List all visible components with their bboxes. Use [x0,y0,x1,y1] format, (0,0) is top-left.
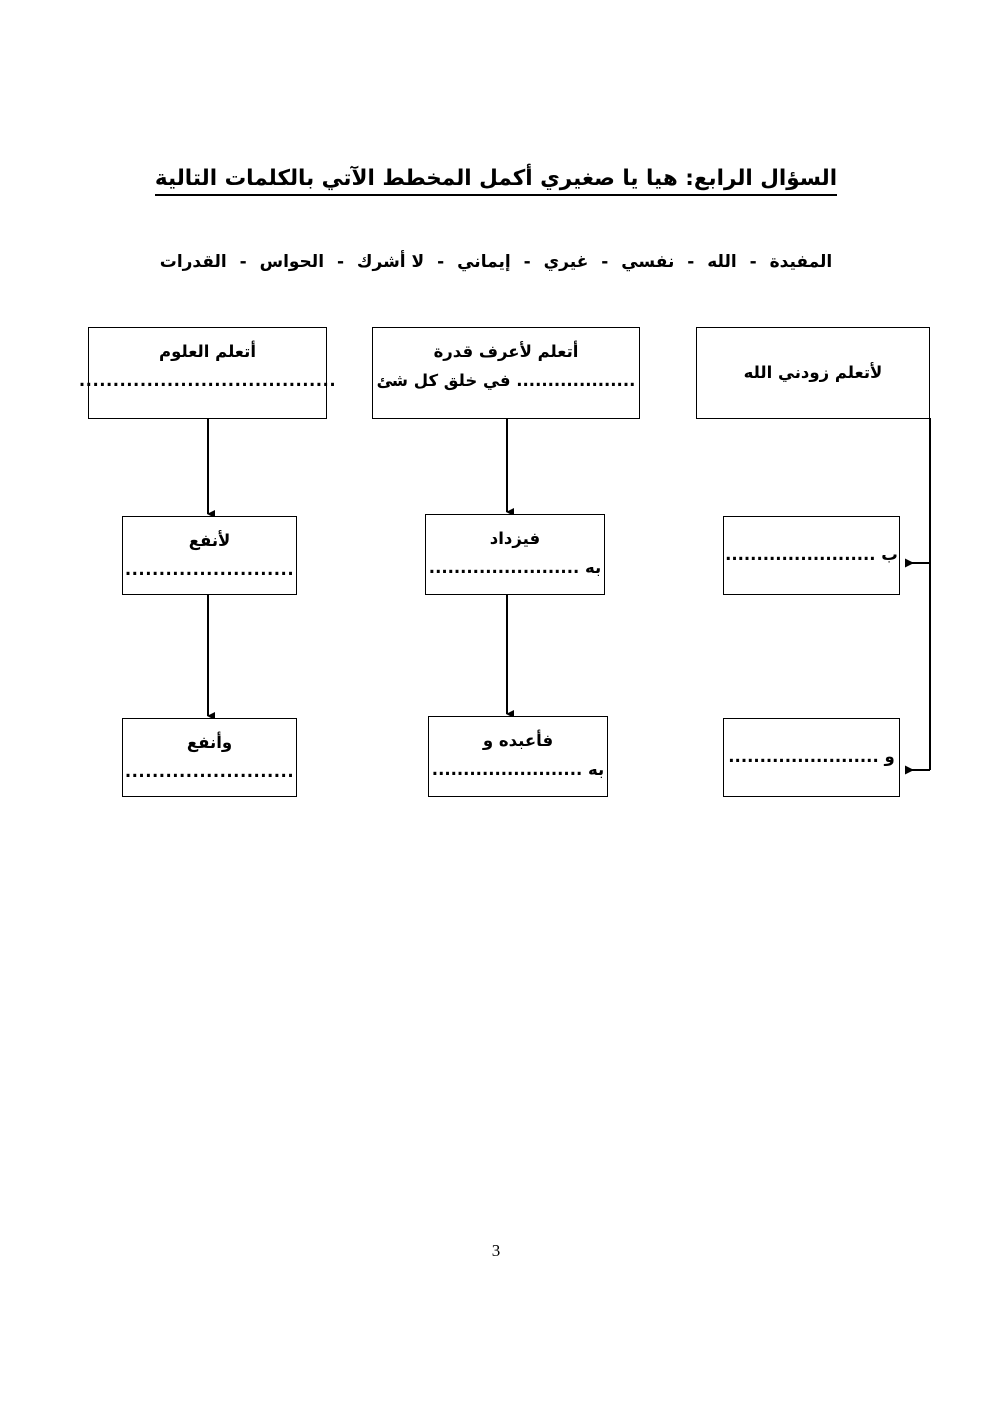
node-blank-line[interactable]: ب ........................ [725,545,898,565]
node-blank-line[interactable]: ......................... [124,761,295,781]
node-blank-line[interactable]: ...................................... [78,370,337,390]
word-bank-item: إيماني [457,252,511,272]
word-bank-separator: - [437,252,445,272]
page-number: 3 [491,1241,501,1260]
flowchart-node-top-middle: أتعلم لأعرف قدرة ................... في … [372,327,640,419]
word-bank-item: المفيدة [769,252,833,272]
node-blank-line[interactable]: به ........................ [431,759,605,779]
word-bank-separator: - [601,252,609,272]
node-blank-line[interactable]: و ........................ [728,747,895,767]
word-bank-separator: - [749,252,757,272]
flowchart-node-bottom-left: وأنفع ......................... [122,718,297,797]
word-bank-separator: - [239,252,247,272]
question-title-text: السؤال الرابع: هيا يا صغيري أكمل المخطط … [154,166,838,196]
flowchart-node-middle-middle: فيزداد به ........................ [425,514,605,595]
node-blank-line[interactable]: ......................... [124,559,295,579]
flowchart-node-top-left: أتعلم العلوم ...........................… [79,327,336,419]
page-title: السؤال الرابع: هيا يا صغيري أكمل المخطط … [0,166,992,196]
node-blank-line[interactable]: ................... في خلق كل شئ [376,370,636,390]
flowchart-node-middle-left: لأنفع ......................... [122,516,297,595]
node-line: لأنفع [188,531,231,550]
node-line: وأنفع [186,733,233,752]
word-bank-item: القدرات [159,252,227,272]
node-line: أتعلم لأعرف قدرة [433,342,579,361]
word-bank-item: الله [707,252,737,272]
word-bank-separator: - [687,252,695,272]
node-line: أتعلم العلوم [159,342,256,361]
node-line: لأتعلم زودني الله [743,362,883,382]
flowchart-node-bottom-right: و ........................ [723,718,900,797]
word-bank-separator: - [523,252,531,272]
word-bank-item: لا أشرك [356,252,425,272]
flowchart-node-middle-right: ب ........................ [723,516,900,595]
word-bank-separator: - [336,252,344,272]
word-bank: المفيدة - الله - نفسي - غيري - إيماني - … [0,252,992,272]
flowchart-node-top-right: لأتعلم زودني الله [696,327,930,419]
node-line: فأعبده و [482,731,554,750]
node-line: فيزداد [489,529,541,548]
node-blank-line[interactable]: به ........................ [428,557,602,577]
word-bank-item: نفسي [621,252,675,272]
word-bank-item: غيري [543,252,589,272]
word-bank-item: الحواس [259,252,325,272]
flowchart-node-bottom-middle: فأعبده و به ........................ [428,716,608,797]
